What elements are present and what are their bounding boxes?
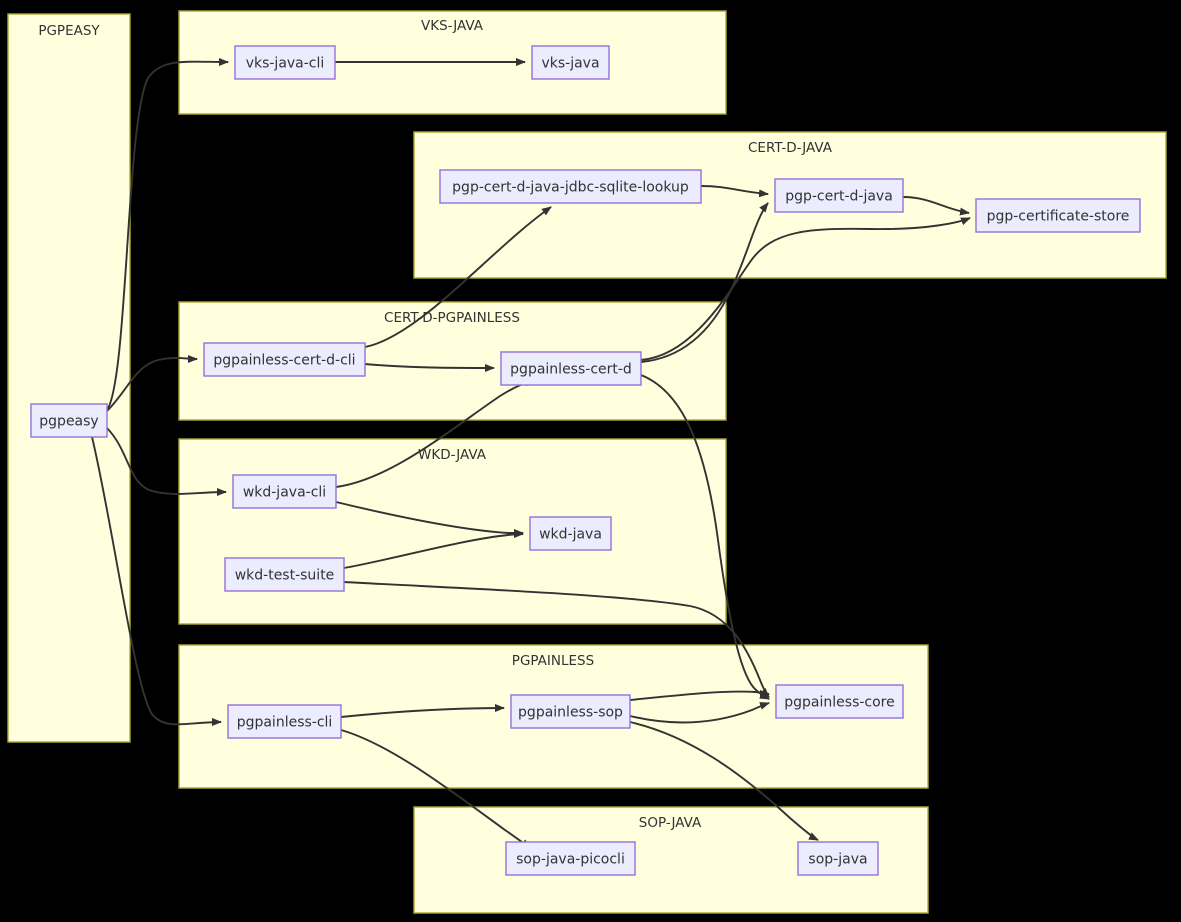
node-label: sop-java-picocli <box>516 852 625 868</box>
edge-pgpainless-cli-to-pgpainless-sop <box>340 704 505 718</box>
node-pgpainless-cert-d[interactable]: pgpainless-cert-d <box>500 351 642 386</box>
edge-pgpainless-cert-d-cli-to-pgpainless-cert-d <box>364 363 495 372</box>
node-box[interactable] <box>775 684 904 719</box>
node-label: sop-java <box>808 852 867 868</box>
cluster-pgpeasy: PGPEASY <box>7 13 131 743</box>
edge-pgp-cert-d-java-jdbc-sqlite-lookup-to-pgp-cert-d-java <box>700 185 769 198</box>
node-box[interactable] <box>224 557 345 592</box>
node-label: pgp-cert-d-java <box>785 189 893 205</box>
node-pgpainless-cert-d-cli[interactable]: pgpainless-cert-d-cli <box>203 342 366 377</box>
node-box[interactable] <box>797 841 879 876</box>
cluster-title: CERT-D-JAVA <box>748 140 833 156</box>
node-pgpainless-sop[interactable]: pgpainless-sop <box>510 694 631 729</box>
cluster-title: SOP-JAVA <box>639 815 702 831</box>
edge-pgpeasy-to-pgpainless-cert-d-cli <box>106 354 198 412</box>
node-label: pgpainless-cli <box>237 715 333 731</box>
node-label: pgpainless-cert-d <box>510 362 632 378</box>
node-label: pgp-certificate-store <box>987 209 1130 225</box>
node-box[interactable] <box>30 403 108 438</box>
edge-pgpainless-cert-d-cli-to-pgp-cert-d-java-jdbc-sqlite-lookup <box>364 206 552 348</box>
nodes-layer: pgpeasy vks-java-cli vks-java pgp-cert-d-ja… <box>30 45 1141 876</box>
edge-pgpainless-sop-to-pgpainless-core <box>629 702 770 724</box>
node-wkd-java-cli[interactable]: wkd-java-cli <box>232 474 337 509</box>
edge-pgpainless-cert-d-to-pgp-cert-d-java <box>640 202 769 363</box>
node-box[interactable] <box>500 351 642 386</box>
edge-pgpeasy-to-pgpainless-cli <box>91 436 222 727</box>
node-wkd-java[interactable]: wkd-java <box>529 516 612 551</box>
node-vks-java[interactable]: vks-java <box>531 45 610 80</box>
node-box[interactable] <box>232 474 337 509</box>
edge-pgp-cert-d-java-to-pgp-certificate-store <box>902 196 970 216</box>
node-box[interactable] <box>975 198 1141 233</box>
cluster-wkd-java: WKD-JAVA <box>178 438 727 625</box>
edge-wkd-test-suite-to-pgpainless-core <box>343 581 770 698</box>
cluster-title: WKD-JAVA <box>418 447 487 463</box>
node-box[interactable] <box>774 178 904 213</box>
node-box[interactable] <box>531 45 610 80</box>
node-box[interactable] <box>505 841 636 876</box>
edge-pgpainless-sop-to-pgpainless-core <box>629 689 770 701</box>
node-label: pgpainless-sop <box>518 705 623 721</box>
node-label: pgpeasy <box>39 414 98 430</box>
node-label: pgpainless-core <box>784 695 894 711</box>
node-pgpainless-core[interactable]: pgpainless-core <box>775 684 904 719</box>
node-pgp-cert-d-java[interactable]: pgp-cert-d-java <box>774 178 904 213</box>
cluster-box <box>178 438 727 625</box>
edge-wkd-test-suite-to-wkd-java <box>343 530 524 569</box>
node-box[interactable] <box>510 694 631 729</box>
node-box[interactable] <box>529 516 612 551</box>
node-pgpeasy[interactable]: pgpeasy <box>30 403 108 438</box>
cluster-title: VKS-JAVA <box>421 18 484 34</box>
node-pgp-cert-d-java-jdbc-sqlite-lookup[interactable]: pgp-cert-d-java-jdbc-sqlite-lookup <box>439 169 702 204</box>
node-pgp-certificate-store[interactable]: pgp-certificate-store <box>975 198 1141 233</box>
cluster-title: PGPEASY <box>38 23 100 39</box>
node-box[interactable] <box>203 342 366 377</box>
cluster-box <box>7 13 131 743</box>
node-label: wkd-test-suite <box>235 568 335 584</box>
edge-pgpainless-cert-d-cli-to-pgp-certificate-store <box>640 217 971 361</box>
node-label: wkd-java <box>539 527 602 543</box>
node-label: pgpainless-cert-d-cli <box>213 353 355 369</box>
node-label: wkd-java-cli <box>243 485 326 501</box>
node-sop-java-picocli[interactable]: sop-java-picocli <box>505 841 636 876</box>
clusters-layer: PGPEASY VKS-JAVA CERT-D-JAVA CERT-D-PGPAINL… <box>7 10 1167 914</box>
node-box[interactable] <box>439 169 702 204</box>
edges-layer <box>91 57 971 849</box>
edge-pgpeasy-to-wkd-java-cli <box>106 427 227 497</box>
node-wkd-test-suite[interactable]: wkd-test-suite <box>224 557 345 592</box>
edge-pgpeasy-to-vks-java-cli <box>106 57 229 411</box>
edge-pgpainless-sop-to-sop-java <box>629 721 819 841</box>
cluster-title: CERT-D-PGPAINLESS <box>384 310 520 326</box>
node-box[interactable] <box>227 704 342 739</box>
node-box[interactable] <box>234 45 336 80</box>
cluster-title: PGPAINLESS <box>512 653 594 669</box>
node-pgpainless-cli[interactable]: pgpainless-cli <box>227 704 342 739</box>
node-vks-java-cli[interactable]: vks-java-cli <box>234 45 336 80</box>
node-label: vks-java-cli <box>246 56 325 72</box>
node-label: vks-java <box>541 56 599 72</box>
node-label: pgp-cert-d-java-jdbc-sqlite-lookup <box>452 180 689 196</box>
node-sop-java[interactable]: sop-java <box>797 841 879 876</box>
